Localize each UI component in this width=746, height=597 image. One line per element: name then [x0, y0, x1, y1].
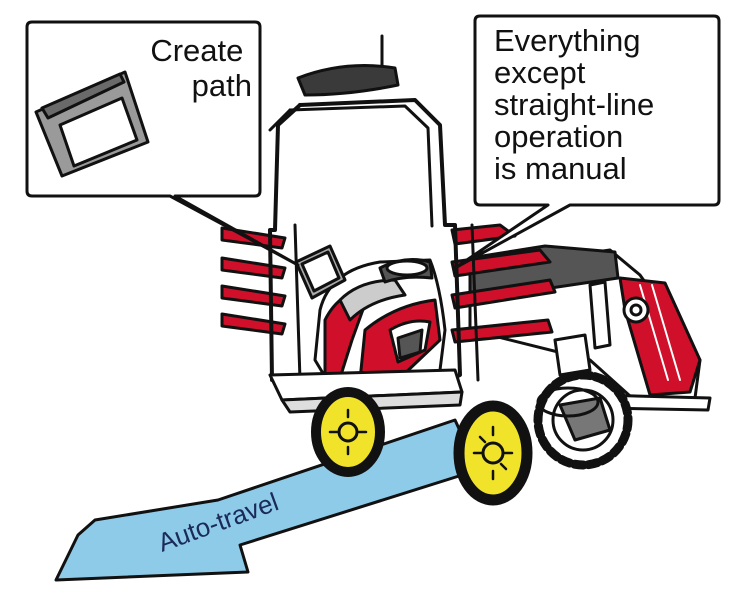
tablet-icon — [34, 70, 150, 178]
callout-left-line: path — [192, 68, 252, 103]
auto-travel-arrow: Auto-travel — [54, 418, 480, 582]
callout-right-line: Everything — [494, 23, 640, 58]
callout-manual-operation: Everything except straight-line operatio… — [453, 14, 721, 270]
mounted-tablet-icon — [294, 244, 347, 300]
callout-right-line: straight-line — [494, 87, 654, 122]
callout-left-line: Create — [150, 33, 243, 68]
svg-text:Everything except: Everything except straight-line operatio… — [494, 23, 663, 186]
callout-create-path: Create path — [25, 20, 300, 267]
callout-right-line: except — [494, 55, 586, 90]
callout-right-line: operation — [494, 119, 623, 154]
callout-right-line: is manual — [494, 151, 627, 186]
svg-text:Create path: Create path — [150, 33, 252, 103]
rice-transplanter-icon — [220, 34, 712, 506]
